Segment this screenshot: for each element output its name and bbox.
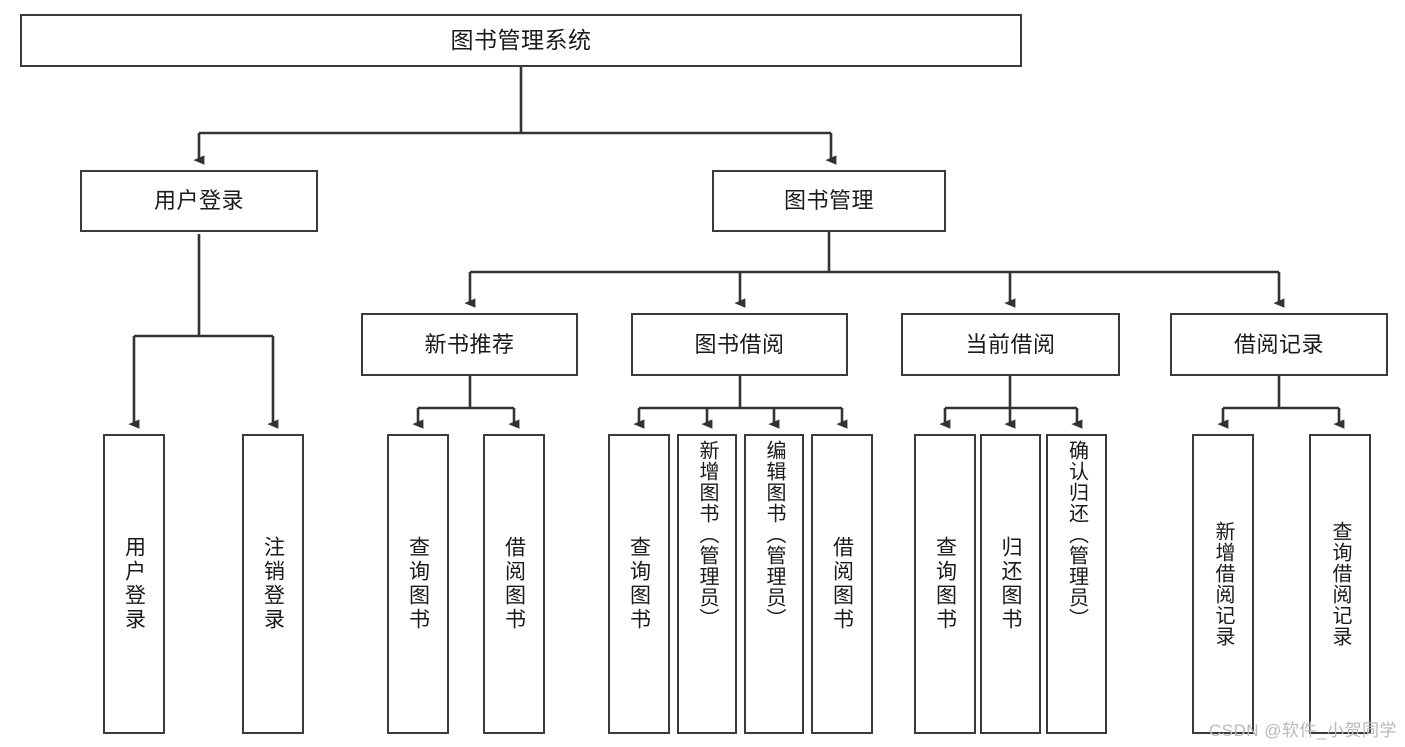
leaf-add-record-label: 新增借阅记录 xyxy=(1212,521,1234,647)
leaf-logout-label: 注销登录 xyxy=(261,536,285,632)
node-root[interactable]: 图书管理系统 xyxy=(20,14,1022,67)
node-borrow-record[interactable]: 借阅记录 xyxy=(1170,313,1388,376)
leaf-borrow-book-1-label: 借阅图书 xyxy=(502,536,526,632)
leaf-user-login-label: 用户登录 xyxy=(122,536,146,632)
leaf-add-book-label: 新增图书（管理员） xyxy=(696,440,718,629)
leaf-query-book-3-label: 查询图书 xyxy=(933,536,957,632)
leaf-user-login[interactable]: 用户登录 xyxy=(103,434,165,734)
leaf-add-book[interactable]: 新增图书（管理员） xyxy=(677,434,737,734)
node-book-manage-label: 图书管理 xyxy=(783,188,874,214)
leaf-confirm-return[interactable]: 确认归还（管理员） xyxy=(1046,434,1107,734)
node-root-label: 图书管理系统 xyxy=(450,27,592,54)
leaf-query-book-3[interactable]: 查询图书 xyxy=(914,434,976,734)
leaf-query-book-2-label: 查询图书 xyxy=(627,536,651,632)
node-book-manage[interactable]: 图书管理 xyxy=(712,170,946,232)
leaf-logout[interactable]: 注销登录 xyxy=(242,434,304,734)
leaf-edit-book[interactable]: 编辑图书（管理员） xyxy=(744,434,804,734)
leaf-borrow-book-2-label: 借阅图书 xyxy=(830,536,854,632)
node-new-book-rec-label: 新书推荐 xyxy=(424,331,515,357)
leaf-query-record-label: 查询借阅记录 xyxy=(1329,521,1351,647)
node-book-borrow-label: 图书借阅 xyxy=(694,331,785,357)
leaf-query-book-1[interactable]: 查询图书 xyxy=(387,434,449,734)
node-book-borrow[interactable]: 图书借阅 xyxy=(631,313,848,376)
leaf-edit-book-label: 编辑图书（管理员） xyxy=(763,440,785,629)
csdn-watermark: CSDN @软件_小贺同学 xyxy=(1208,721,1397,740)
leaf-borrow-book-1[interactable]: 借阅图书 xyxy=(483,434,545,734)
leaf-query-book-2[interactable]: 查询图书 xyxy=(608,434,670,734)
leaf-return-book[interactable]: 归还图书 xyxy=(980,434,1041,734)
leaf-query-book-1-label: 查询图书 xyxy=(406,536,430,632)
node-new-book-rec[interactable]: 新书推荐 xyxy=(361,313,578,376)
leaf-add-record[interactable]: 新增借阅记录 xyxy=(1192,434,1254,734)
leaf-confirm-return-label: 确认归还（管理员） xyxy=(1065,440,1088,629)
node-borrow-record-label: 借阅记录 xyxy=(1233,331,1324,357)
leaf-return-book-label: 归还图书 xyxy=(999,536,1022,632)
leaf-borrow-book-2[interactable]: 借阅图书 xyxy=(811,434,873,734)
node-user-login-label: 用户登录 xyxy=(153,188,244,214)
node-user-login[interactable]: 用户登录 xyxy=(80,170,318,232)
leaf-query-record[interactable]: 查询借阅记录 xyxy=(1309,434,1371,734)
node-current-borrow[interactable]: 当前借阅 xyxy=(901,313,1120,376)
node-current-borrow-label: 当前借阅 xyxy=(965,331,1056,357)
